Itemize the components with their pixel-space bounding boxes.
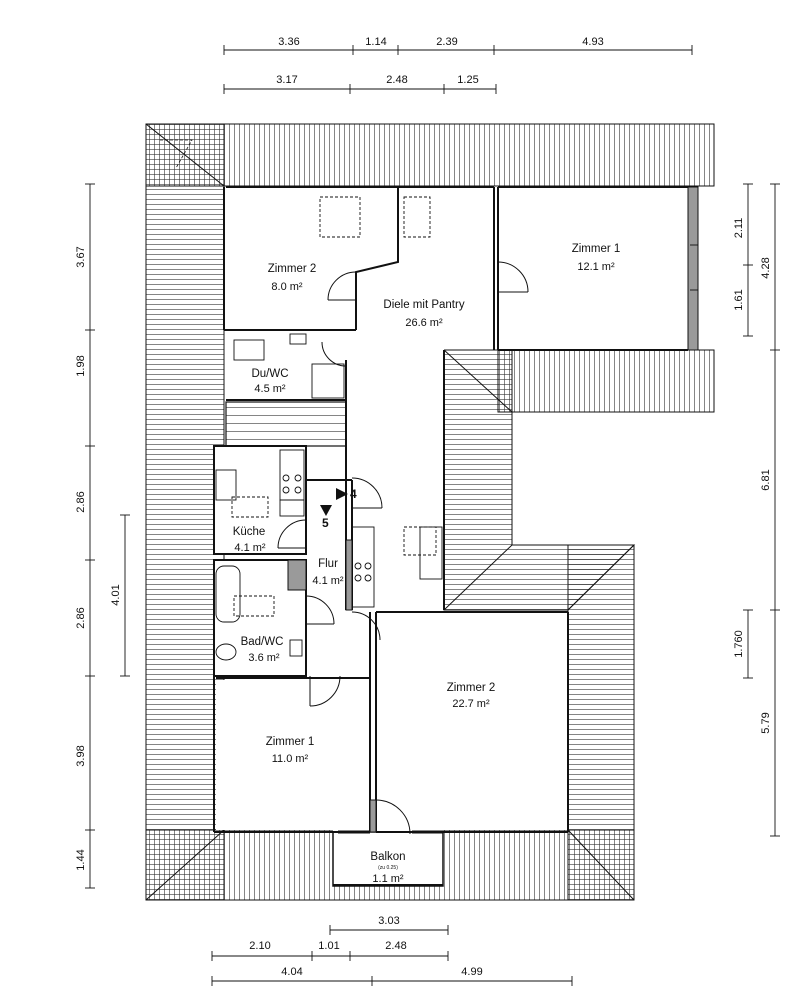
room-name-flur: Flur	[318, 558, 338, 570]
dim-right-c: 5.79	[760, 712, 772, 733]
wall-fills	[287, 186, 699, 833]
dim-top2-a: 3.17	[276, 74, 297, 86]
room-area-duwc: 4.5 m²	[254, 383, 286, 395]
room-name-balkon: Balkon	[370, 851, 405, 863]
room-area-zimmer2-lower: 22.7 m²	[452, 698, 490, 710]
section-markers: 4 5	[320, 487, 357, 530]
dim-top1-d: 4.93	[582, 36, 603, 48]
dim-top1-a: 3.36	[278, 36, 299, 48]
dim-right-a: 4.28	[760, 257, 772, 278]
room-name-zimmer1-upper: Zimmer 1	[572, 243, 621, 255]
dim-right-b: 6.81	[760, 469, 772, 490]
walls	[213, 186, 688, 887]
room-area-badwc: 3.6 m²	[248, 652, 280, 664]
dim-top2-b: 2.48	[386, 74, 407, 86]
dim-top2-c: 1.25	[457, 74, 478, 86]
doors	[277, 261, 529, 835]
dim-left-a: 3.67	[75, 246, 87, 267]
dim-bottom2-a: 2.10	[249, 940, 270, 952]
room-area-zimmer1-upper: 12.1 m²	[577, 261, 615, 273]
dim-left-d: 2.86	[75, 607, 87, 628]
room-name-zimmer2-upper: Zimmer 2	[268, 263, 317, 275]
room-area-balkon: 1.1 m²	[372, 873, 404, 885]
dim-bottom1-a: 3.03	[378, 915, 399, 927]
dim-left-b: 1.98	[75, 355, 87, 376]
dim-right-inner-a: 2.11	[733, 218, 745, 239]
room-name-zimmer2-lower: Zimmer 2	[447, 682, 496, 694]
room-name-diele: Diele mit Pantry	[383, 299, 464, 311]
fixtures	[215, 196, 698, 886]
dim-left-inner: 4.01	[110, 584, 122, 605]
dim-bottom2-c: 2.48	[385, 940, 406, 952]
dimension-lines	[85, 45, 780, 986]
dim-right-inner-c: 1.760	[733, 630, 745, 658]
room-name-kueche: Küche	[233, 526, 266, 538]
room-name-zimmer1-lower: Zimmer 1	[266, 736, 315, 748]
section-marker-4: 4	[350, 487, 357, 501]
dim-top1-c: 2.39	[436, 36, 457, 48]
dim-right-inner-b: 1.61	[733, 289, 745, 310]
room-labels: Zimmer 2 8.0 m² Diele mit Pantry 26.6 m²…	[233, 243, 621, 885]
room-area-flur: 4.1 m²	[312, 575, 344, 587]
room-area-zimmer2-upper: 8.0 m²	[271, 281, 303, 293]
dim-bottom3-b: 4.99	[461, 966, 482, 978]
room-area-kueche: 4.1 m²	[234, 542, 266, 554]
dimension-labels: 3.36 1.14 2.39 4.93 3.17 2.48 1.25 3.67 …	[75, 36, 772, 978]
room-note-balkon: (zu 0.25)	[378, 865, 398, 871]
dim-left-e: 3.98	[75, 745, 87, 766]
dim-bottom3-a: 4.04	[281, 966, 302, 978]
dim-bottom2-b: 1.01	[318, 940, 339, 952]
dim-top1-b: 1.14	[365, 36, 386, 48]
section-marker-5: 5	[322, 516, 329, 530]
room-name-badwc: Bad/WC	[241, 636, 284, 648]
room-name-duwc: Du/WC	[251, 368, 288, 380]
room-area-diele: 26.6 m²	[405, 317, 443, 329]
room-area-zimmer1-lower: 11.0 m²	[272, 753, 309, 765]
dim-left-c: 2.86	[75, 491, 87, 512]
dim-left-f: 1.44	[75, 849, 87, 870]
